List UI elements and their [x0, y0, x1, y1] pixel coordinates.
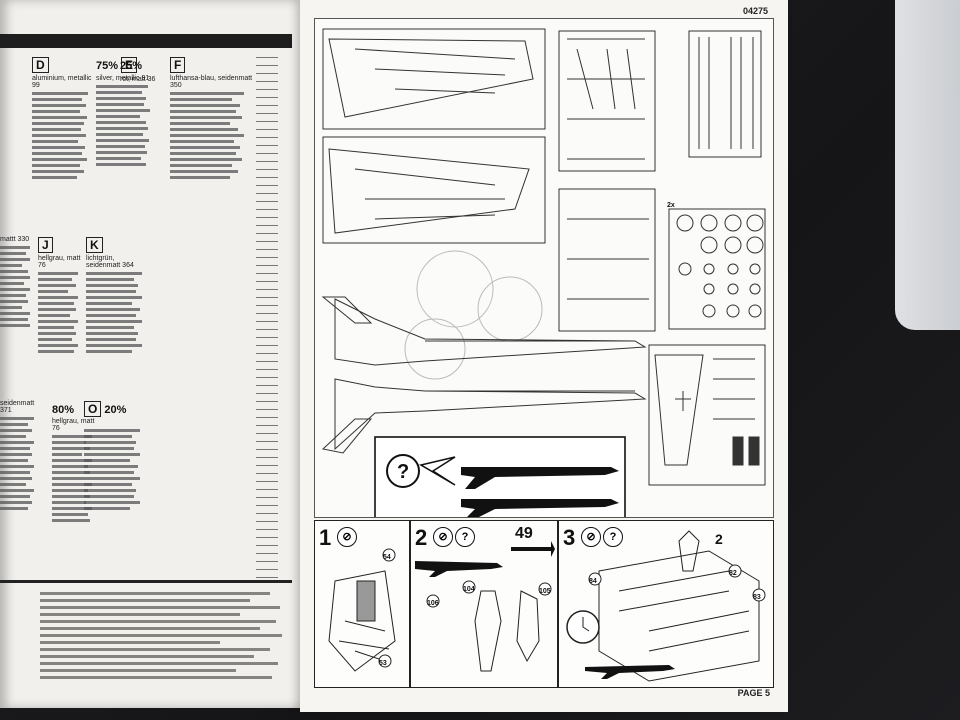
step-3-drawing: 84 82 83: [566, 530, 766, 682]
paint-column-k: K lichtgrün, seidenmatt 364: [86, 236, 146, 406]
sprue-frame-c: [558, 30, 656, 172]
paint-code: O: [84, 401, 102, 417]
paint-lead: mattt 330: [0, 236, 30, 243]
paint-table: D aluminium, metallic 99 75%E silver, me…: [0, 56, 292, 226]
sprue-frame-g: [648, 344, 766, 486]
step-3: 3 ⊘ ? 2 84 82 83: [558, 520, 774, 688]
fuselage-half-1: [334, 298, 647, 366]
sprue-frame-a: [322, 28, 546, 130]
paint-code: E: [121, 57, 138, 73]
arrow-icon: [419, 456, 456, 486]
arrow-right-icon: [511, 541, 555, 557]
right-page: 04275: [300, 0, 788, 712]
paint-code: K: [86, 237, 103, 253]
sprue-layout: 2x ?: [314, 18, 774, 520]
glue-icon: ⊘: [337, 527, 357, 547]
left-page: D aluminium, metallic 99 75%E silver, me…: [0, 0, 300, 708]
step-2-drawing: 104 106 105: [415, 541, 555, 672]
warning-divider: [0, 580, 292, 583]
step-number: 2: [415, 525, 428, 550]
sprue-frame-d: [688, 30, 762, 158]
sprue-frame-b: [322, 136, 546, 244]
paint-table-2: mattt 330 J hellgrau, matt 76 K lichtgrü…: [0, 236, 292, 386]
part-number: 53: [379, 660, 387, 667]
paint-lead: lichtgrün, seidenmatt 364: [86, 255, 134, 269]
part-number: 83: [753, 594, 761, 601]
paint-column-j: J hellgrau, matt 76: [38, 236, 82, 406]
question-icon: ?: [455, 527, 475, 547]
sprue-frame-e: [558, 188, 656, 332]
paint-header-bar: [0, 34, 292, 48]
paint-code: D: [32, 57, 49, 73]
part-number: 82: [729, 570, 737, 577]
step-1-drawing: 54 53: [328, 548, 396, 672]
page-code: 04275: [742, 6, 768, 16]
paint-column-d: D aluminium, metallic 99: [32, 56, 92, 226]
paint-lead: seidenmatt 371: [0, 400, 35, 414]
paint-column-partial: mattt 330: [0, 236, 34, 406]
paint-percent: 75%: [96, 60, 119, 72]
paint-code: F: [170, 57, 186, 73]
sprue-drawing: 2x ?: [321, 28, 766, 520]
wing-part-upper: [328, 38, 534, 118]
paint-lead: silver, metallic 91: [96, 75, 150, 82]
aircraft-silhouette-icon: [461, 499, 619, 519]
step-number: 3: [563, 525, 576, 550]
paint-column-partial: seidenmatt 371: [0, 400, 40, 570]
assembly-steps: 1 ⊘ 54 53 2 ⊘ ? 49: [314, 520, 774, 688]
sprue-quantity: 2x: [667, 202, 675, 209]
paint-lead: hellgrau, matt 76: [52, 418, 95, 432]
aircraft-silhouette-icon: [415, 561, 503, 577]
part-number: 84: [589, 578, 597, 585]
paint-column-r: 25% rot, matt 36: [120, 56, 164, 226]
page-ref: 49: [515, 525, 533, 542]
part-number: 106: [427, 600, 439, 607]
paint-lead: rot, matt 36: [120, 76, 156, 83]
question-icon: [386, 454, 420, 488]
paint-column-f: F lufthansa-blau, seidenmatt 350: [170, 56, 254, 226]
aircraft-silhouette-icon: [585, 665, 675, 679]
paint-lead: lufthansa-blau, seidenmatt 350: [170, 75, 253, 89]
step-1: 1 ⊘ 54 53: [314, 520, 410, 688]
margin-ticks: [256, 50, 286, 580]
sprue-frame-f: [668, 208, 766, 330]
step-2: 2 ⊘ ? 49 104 106 105: [410, 520, 558, 688]
part-number: 104: [463, 586, 475, 593]
paint-percent: 25%: [120, 60, 143, 72]
wing-part-lower: [328, 148, 530, 234]
aircraft-silhouette-icon: [461, 467, 619, 489]
warning-text-block: [40, 588, 286, 683]
page-number: PAGE 5: [737, 688, 770, 698]
paint-percent: 80%: [52, 404, 75, 416]
plastic-sprue-edge: [895, 0, 960, 330]
question-icon: ?: [603, 527, 623, 547]
figure-quantity: 2: [715, 531, 723, 547]
paint-column-80: 80% hellgrau, matt 76: [52, 400, 96, 570]
step-number: 1: [319, 525, 332, 550]
glue-icon: ⊘: [433, 527, 453, 547]
fuselage-half-2: [334, 378, 647, 451]
paint-percent: 20%: [104, 404, 127, 416]
paint-lead: hellgrau, matt 76: [38, 255, 81, 269]
part-number: 105: [539, 588, 551, 595]
paint-lead: aluminium, metallic 99: [32, 75, 92, 89]
part-number: 54: [383, 554, 391, 561]
paint-code: J: [38, 237, 53, 253]
paint-column-e: 75%E silver, metallic 91: [96, 56, 154, 226]
glue-icon: ⊘: [581, 527, 601, 547]
question-mark: ?: [397, 461, 409, 483]
